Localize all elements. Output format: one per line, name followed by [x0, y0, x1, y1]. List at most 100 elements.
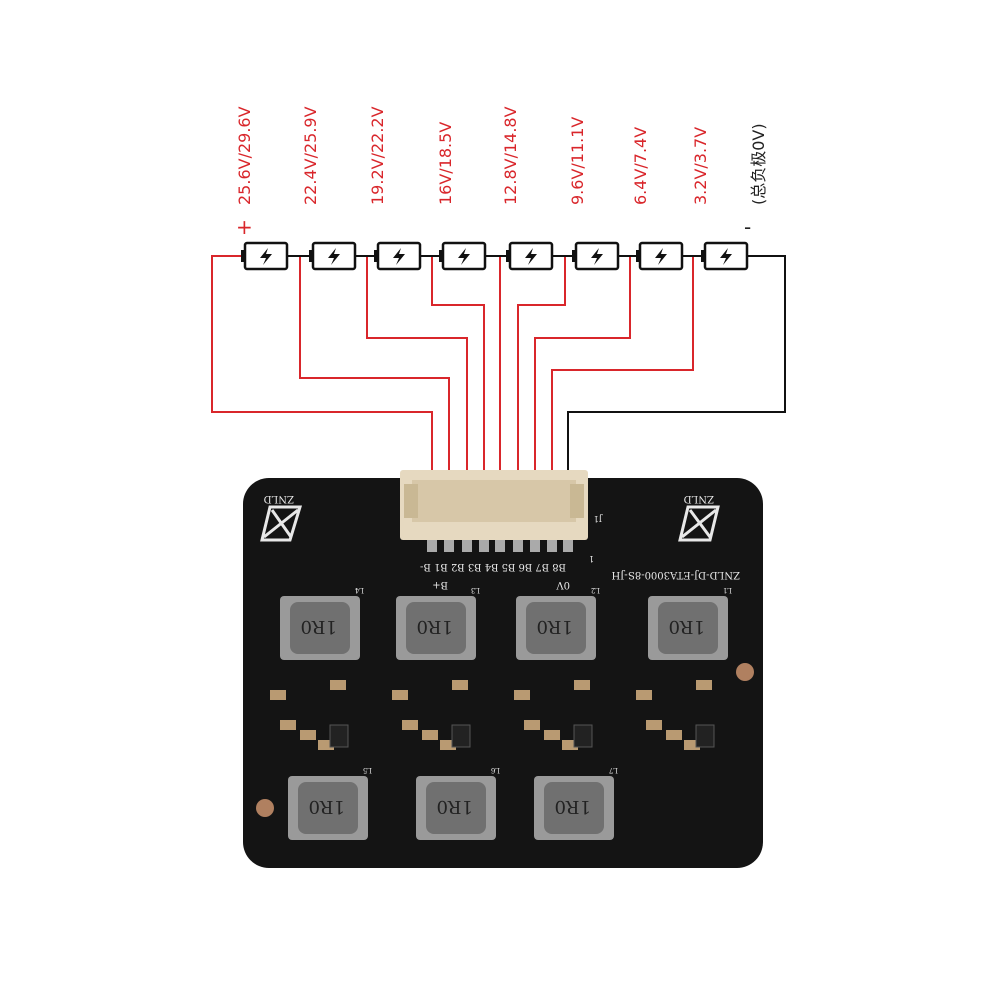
svg-text:1R0: 1R0: [309, 796, 345, 817]
bolt-icon: [525, 248, 537, 265]
battery-cell-icon: [241, 241, 289, 271]
voltage-labels: 25.6V/29.6V 22.4V/25.9V 19.2V/22.2V 16V/…: [235, 106, 768, 239]
inductor: 1R0 L7: [534, 766, 618, 840]
inductor: 1R0 L3: [396, 586, 480, 660]
voltage-label-8: 25.6V/29.6V: [235, 106, 254, 205]
solder-pad: [444, 540, 454, 552]
smd-component: [452, 680, 468, 690]
svg-text:L5: L5: [363, 766, 372, 774]
svg-text:1R0: 1R0: [437, 796, 473, 817]
voltage-label-1: 3.2V/3.7V: [691, 127, 710, 205]
wire-b-minus: [567, 255, 786, 545]
mounting-pad: [256, 799, 274, 817]
inductor: 1R0 L4: [280, 586, 364, 660]
smd-component: [646, 720, 662, 730]
zero-v-label: 0V: [556, 579, 570, 590]
pin1-label: 1: [589, 554, 594, 563]
bolt-icon: [655, 248, 667, 265]
svg-text:1R0: 1R0: [537, 616, 573, 637]
smd-component: [422, 730, 438, 740]
svg-text:L7: L7: [609, 766, 618, 774]
wire-b7: [299, 256, 450, 545]
voltage-label-2: 6.4V/7.4V: [631, 127, 650, 205]
smd-component: [330, 680, 346, 690]
bolt-icon: [393, 248, 405, 265]
svg-text:1R0: 1R0: [555, 796, 591, 817]
smd-component: [666, 730, 682, 740]
solder-pad: [563, 540, 573, 552]
smd-component: [636, 690, 652, 700]
svg-text:L4: L4: [354, 586, 364, 594]
wire-b5: [431, 256, 485, 545]
battery-cells: [241, 241, 749, 271]
solder-pad: [427, 540, 437, 552]
wire-b8: [211, 255, 433, 545]
smd-component: [524, 720, 540, 730]
bolt-icon: [260, 248, 272, 265]
voltage-label-5: 16V/18.5V: [436, 122, 455, 205]
battery-cell-icon: [439, 241, 487, 271]
svg-text:1R0: 1R0: [417, 616, 453, 637]
solder-pad: [513, 540, 523, 552]
bolt-icon: [458, 248, 470, 265]
negative-label: (总负极0V): [749, 123, 768, 205]
svg-text:L3: L3: [471, 586, 480, 594]
svg-text:ZNLD: ZNLD: [684, 493, 714, 504]
pcb: [243, 478, 763, 868]
battery-cell-icon: [309, 241, 357, 271]
znld-logo-left: ZNLD: [260, 493, 303, 542]
smd-component: [392, 690, 408, 700]
pin-labels: B8 B7 B6 B5 B4 B3 B2 B1 B-: [420, 561, 566, 572]
bolt-icon: [328, 248, 340, 265]
solder-pad: [530, 540, 540, 552]
smd-component: [440, 740, 456, 750]
plus-sign: +: [236, 215, 253, 239]
inductor: 1R0 L1: [648, 586, 732, 660]
solder-pad: [547, 540, 557, 552]
minus-sign: -: [744, 215, 751, 239]
wire-b6: [366, 256, 468, 545]
ic-chip: [329, 724, 349, 748]
svg-text:L1: L1: [723, 586, 732, 594]
battery-cell-icon: [506, 241, 554, 271]
bms-board: B8 B7 B6 B5 B4 B3 B2 B1 B- B+ 0V ZNLD-DJ…: [243, 470, 763, 868]
svg-text:L6: L6: [490, 766, 500, 774]
smd-component: [318, 740, 334, 750]
board-model: ZNLD-DJ-ETA3000-8S-JH: [611, 569, 740, 580]
wire-b2: [534, 256, 631, 545]
smd-component: [574, 680, 590, 690]
solder-pad: [479, 540, 489, 552]
ic-chip: [451, 724, 471, 748]
smd-component: [684, 740, 700, 750]
voltage-label-6: 19.2V/22.2V: [368, 106, 387, 205]
bolt-icon: [720, 248, 732, 265]
smd-component: [270, 690, 286, 700]
connector-ref: J1: [594, 514, 603, 523]
solder-pad: [495, 540, 505, 552]
smd-component: [280, 720, 296, 730]
mounting-pad: [736, 663, 754, 681]
svg-text:ZNLD: ZNLD: [264, 493, 294, 504]
smd-component: [402, 720, 418, 730]
ic-chip: [573, 724, 593, 748]
wire-b1: [551, 256, 694, 545]
battery-cell-icon: [572, 241, 620, 271]
smd-component: [300, 730, 316, 740]
smd-component: [562, 740, 578, 750]
solder-pad: [462, 540, 472, 552]
svg-text:1R0: 1R0: [669, 616, 705, 637]
inductor: 1R0 L5: [288, 766, 372, 840]
ic-chip: [695, 724, 715, 748]
bplus-label: B+: [432, 579, 448, 590]
znld-logo-right: ZNLD: [678, 493, 720, 542]
svg-text:1R0: 1R0: [301, 616, 337, 637]
battery-cell-icon: [636, 241, 684, 271]
battery-cell-icon: [701, 241, 749, 271]
voltage-label-3: 9.6V/11.1V: [568, 117, 587, 205]
inductor: 1R0 L6: [416, 766, 500, 840]
smd-component: [544, 730, 560, 740]
bolt-icon: [591, 248, 603, 265]
smd-component: [514, 690, 530, 700]
connector-slot: [412, 480, 576, 522]
